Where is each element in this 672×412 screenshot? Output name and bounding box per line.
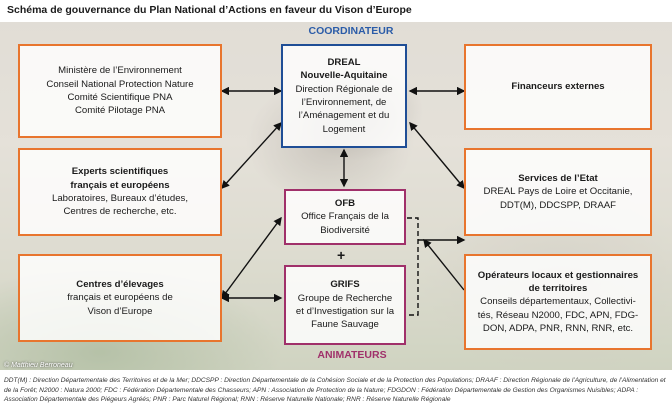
arrow-dreal-experts [221,121,282,190]
box-experts: Experts scientifiques français et europé… [18,148,222,236]
operateurs-line-2: tés, Réseau N2000, FDC, APN, FDG- [477,309,639,321]
services-line-2: DDT(M), DDCSPP, DRAAF [499,199,617,211]
ministere-line-3: Comité Scientifique PNA [67,92,173,103]
services-line-1: DREAL Pays de Loire et Occitanie, [483,186,633,198]
ofb-line-2: Biodiversité [320,224,370,236]
animators-heading: ANIMATEURS [317,349,387,361]
operateurs-line-1: Conseils départementaux, Collectivi- [480,296,636,308]
financeurs-label: Financeurs externes [511,81,605,93]
box-elevages: Centres d’élevages français et européens… [18,254,222,342]
box-ministere: Ministère de l’Environnement Conseil Nat… [18,44,222,138]
ministere-line-2: Conseil National Protection Nature [46,78,194,90]
arrow-operateurs-animateurs [423,238,465,291]
operateurs-heading-2: de territoires [528,283,588,295]
diagram-title: Schéma de gouvernance du Plan National d… [7,4,412,16]
experts-line-1: Laboratoires, Bureaux d’études, [52,193,188,204]
plus-sign: + [337,247,346,263]
dreal-line-4: Logement [322,123,366,135]
elevages-heading: Centres d’élevages [76,279,164,291]
photo-credit: © Matthieu Berroneau [4,362,73,369]
dreal-heading-2: Nouvelle-Aquitaine [300,70,388,82]
box-dreal: DREAL Nouvelle-Aquitaine Direction Régio… [281,44,407,148]
grifs-heading: GRIFS [330,279,360,291]
arrow-ofb-elevages [221,216,282,300]
dreal-line-3: l’Aménagement et du [298,110,390,122]
ministere-line-1: Ministère de l’Environnement [58,65,182,77]
dreal-heading-1: DREAL [327,57,361,69]
box-operateurs: Opérateurs locaux et gestionnaires de te… [464,254,652,350]
grifs-line-2: et d’Investigation sur la [295,306,395,317]
box-services: Services de l’Etat DREAL Pays de Loire e… [464,148,652,236]
box-financeurs: Financeurs externes [464,44,652,130]
abbreviations-footnote: DDT(M) : Direction Départementale des Te… [4,377,666,404]
grifs-line-3: Faune Sauvage [311,319,379,331]
ofb-heading: OFB [334,198,356,210]
ministere-line-4: Comité Pilotage PNA [74,105,166,117]
grifs-line-1: Groupe de Recherche [297,292,393,304]
experts-heading-2: français et européens [70,179,170,191]
dashed-bracket [407,217,419,316]
ofb-line-1: Office Français de la [301,211,389,223]
box-ofb: OFB Office Français de la Biodiversité [284,189,406,245]
services-heading: Services de l’Etat [518,173,598,185]
elevages-line-2: Vison d’Europe [87,305,153,317]
elevages-line-1: français et européens de [67,292,173,304]
arrow-dreal-services [409,121,465,190]
experts-line-2: Centres de recherche, etc. [63,206,177,218]
dreal-line-2: l’Environnement, de [301,97,387,108]
box-grifs: GRIFS Groupe de Recherche et d’Investiga… [284,265,406,345]
operateurs-line-3: DON, ADPA, PNR, RNN, RNR, etc. [482,322,634,334]
experts-heading-1: Experts scientifiques [71,166,169,178]
operateurs-heading-1: Opérateurs locaux et gestionnaires [477,269,639,281]
coordinator-heading: COORDINATEUR [308,25,394,37]
dreal-line-1: Direction Régionale de [295,83,393,95]
